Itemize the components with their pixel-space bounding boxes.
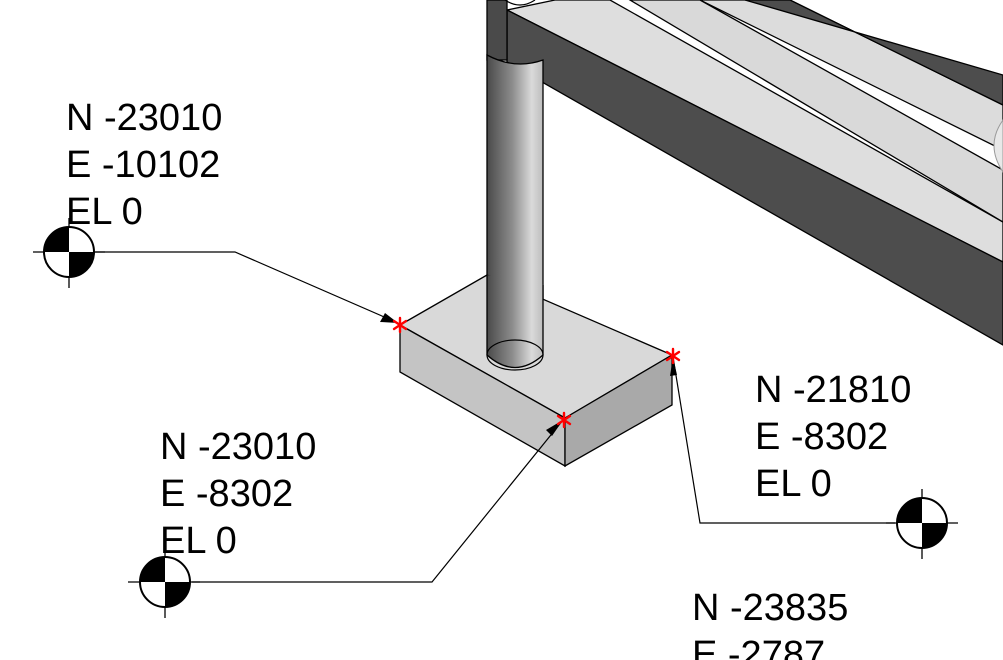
east-coordinate: E -10102 (66, 144, 221, 186)
elevation-value: EL 0 (160, 520, 237, 562)
east-coordinate: E -8302 (160, 473, 294, 515)
leader-1 (95, 251, 399, 324)
footing (398, 274, 674, 468)
east-coordinate: E -2787 (692, 634, 826, 660)
leader-2 (192, 419, 564, 583)
elevation-value: EL 0 (755, 463, 832, 505)
beam-upper-side (744, 0, 1003, 106)
spot-coordinate-label[interactable]: N -23010 E -10102 EL 0 (66, 95, 222, 236)
spot-coordinate-label[interactable]: N -23835 E -2787 (692, 585, 848, 660)
north-coordinate: N -21810 (755, 369, 912, 411)
east-coordinate: E -8302 (755, 416, 889, 458)
survey-point-icon (886, 489, 958, 559)
beams (505, 0, 1003, 346)
column-upper-block (486, 0, 508, 61)
asterisk-marker-icon[interactable] (556, 411, 572, 429)
beam-secondary-top (628, 0, 1003, 223)
column-top-arc (504, 0, 536, 6)
spot-coordinate-label[interactable]: N -23010 E -8302 EL 0 (160, 424, 316, 565)
column-base (486, 275, 544, 368)
asterisk-marker-icon[interactable] (665, 347, 681, 365)
north-coordinate: N -23835 (692, 587, 849, 629)
survey-point-icon (128, 548, 200, 618)
elevation-value: EL 0 (66, 191, 143, 233)
leader-lines (95, 251, 895, 583)
asterisk-marker-icon[interactable] (392, 316, 408, 334)
arrowhead-3 (670, 357, 677, 376)
north-coordinate: N -23010 (66, 97, 223, 139)
survey-point-icon (33, 218, 105, 288)
spot-coordinate-label[interactable]: N -21810 E -8302 EL 0 (755, 367, 911, 508)
north-coordinate: N -23010 (160, 426, 317, 468)
beam-upper-top (699, 0, 1003, 151)
leader-3 (672, 356, 895, 524)
footing-side (564, 353, 673, 468)
column-base-ring (486, 339, 544, 371)
